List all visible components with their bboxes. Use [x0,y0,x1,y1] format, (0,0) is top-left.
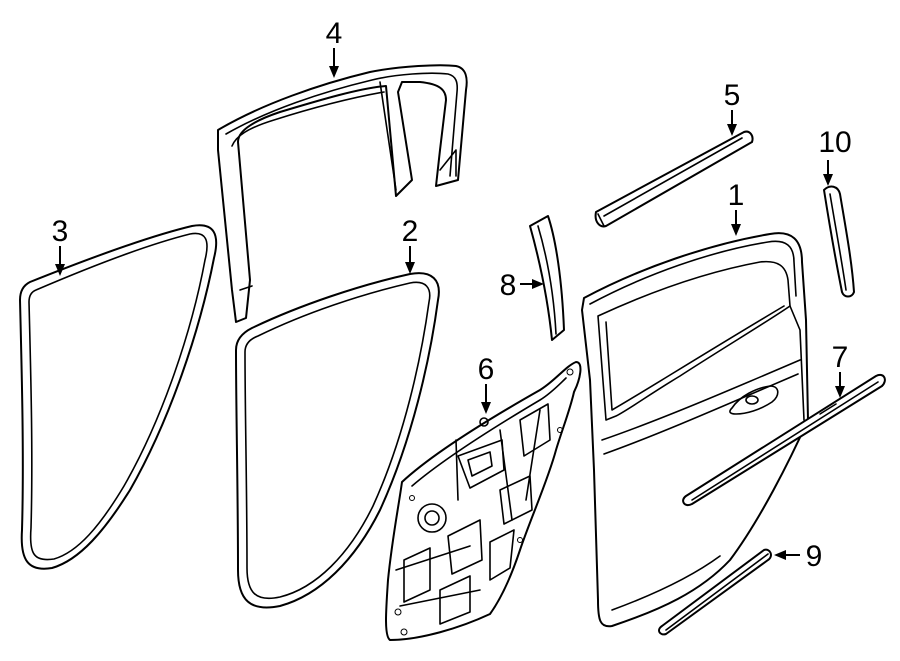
callout-labels: 1 2 3 4 5 6 7 8 9 10 [52,17,852,573]
callout-leaders [55,48,845,560]
part-9-molding[interactable] [658,548,772,636]
part-2-seal[interactable] [235,272,440,609]
callout-2: 2 [402,215,419,248]
callout-1: 1 [728,179,745,212]
part-8-applique[interactable] [529,215,565,341]
callout-3: 3 [52,215,69,248]
part-10-strip[interactable] [823,185,855,298]
callout-8: 8 [500,269,517,302]
callout-7: 7 [832,341,849,374]
part-7-molding[interactable] [682,374,886,506]
callout-5: 5 [724,79,741,112]
part-5-strip[interactable] [594,130,754,228]
part-4-frame[interactable] [217,64,468,323]
part-1-door[interactable] [581,232,809,628]
callout-10: 10 [818,126,851,159]
part-3-seal[interactable] [19,224,218,570]
callout-4: 4 [326,17,343,50]
callout-6: 6 [478,353,495,386]
part-6-regulator[interactable] [385,361,582,641]
callout-9: 9 [806,540,823,573]
